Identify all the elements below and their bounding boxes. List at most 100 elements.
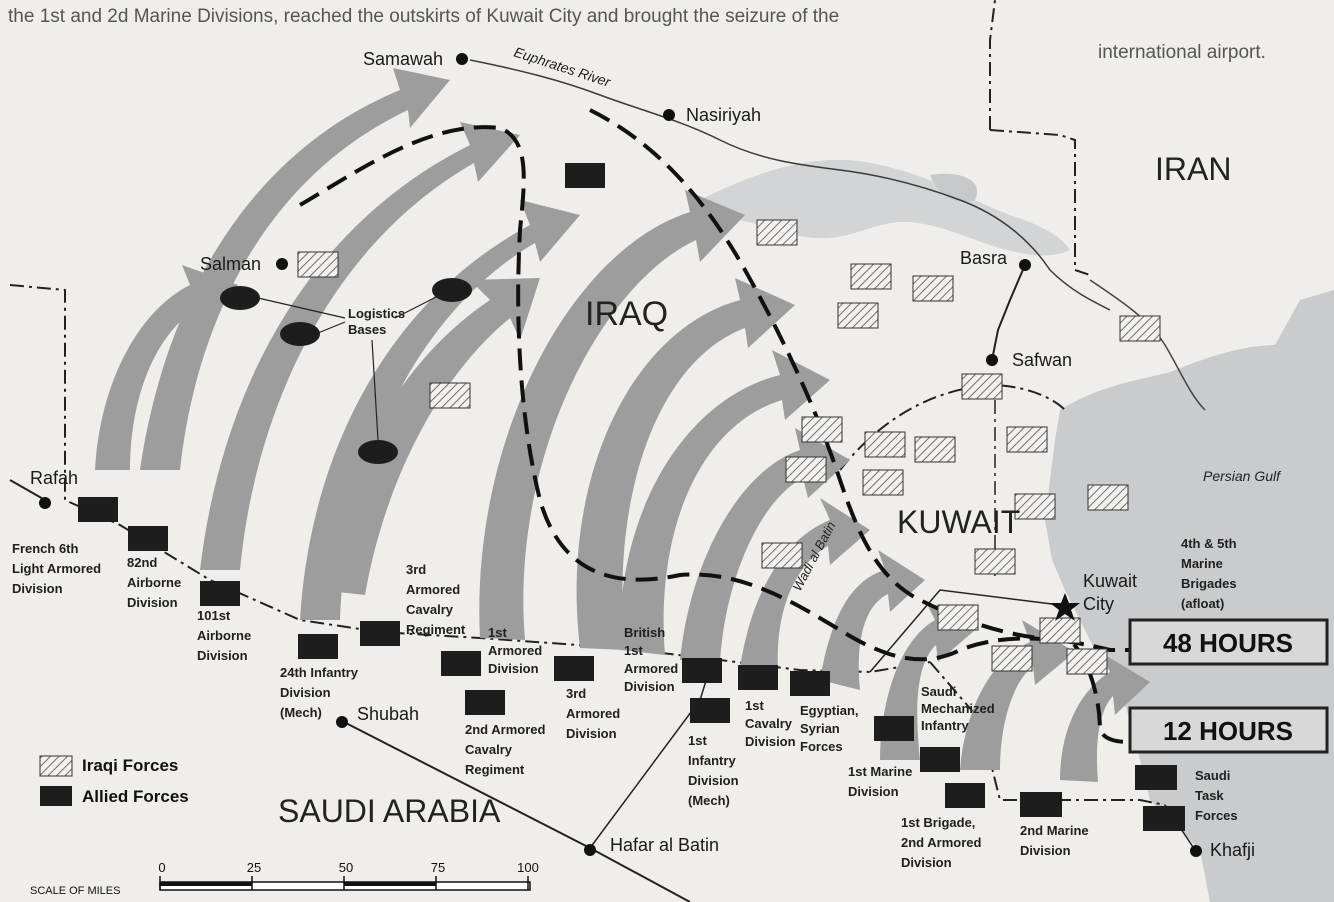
iraqi-unit [1119,315,1161,342]
country-label-saudi-arabia: SAUDI ARABIA [278,793,501,829]
iraqi-unit [912,275,954,302]
iraqi-unit [785,456,827,483]
scale-title: SCALE OF MILES [30,885,120,897]
header-text-line2: international airport. [1098,42,1266,63]
allied-forces [78,163,1185,831]
iraqi-unit [756,219,798,246]
iraqi-unit [1066,648,1108,675]
city-marker-samawah [456,53,468,65]
iraqi-unit [1006,426,1048,453]
city-markers [39,53,1202,857]
allied-unit-saudi-task-1 [1135,765,1177,790]
place-label-khafji: Khafji [1210,840,1255,860]
scale-tick-label-25: 25 [247,860,261,875]
iraqi-unit [1014,493,1056,520]
time-box-48-hours-frame [1128,618,1329,666]
place-label-hafar: Hafar al Batin [610,835,719,855]
iraqi-unit [429,382,471,409]
allied-unit-1st-brigade [945,783,985,808]
allied-unit-82nd [128,526,168,551]
city-marker-hafar [584,844,596,856]
euphrates-river [469,59,1111,311]
iraqi-unit [1087,484,1129,511]
logistics-base-3 [432,278,472,302]
iraqi-unit [1039,617,1081,644]
scale-tick-label-0: 0 [158,860,165,875]
scale-tick-label-50: 50 [339,860,353,875]
iraqi-unit [850,263,892,290]
logistics-leader-4 [371,339,379,441]
city-marker-shubah [336,716,348,728]
country-label-kuwait: KUWAIT [897,504,1020,540]
logistics-leader-1 [257,297,346,319]
place-label-kuwait-city-1: Kuwait [1083,571,1137,591]
place-label-salman: Salman [200,254,261,274]
advance-arrow-3 [200,122,520,570]
allied-unit-1st-cav [738,665,778,690]
iraqi-unit [801,416,843,443]
place-label-nasiriyah: Nasiriyah [686,105,761,125]
logistics-base-2 [280,322,320,346]
logistics-bases: Logistics Bases [220,278,472,464]
allied-unit-saudi-mech [874,716,914,741]
legend-iraqi-swatch [39,755,73,777]
allied-unit-1st-ad [441,651,481,676]
allied-unit-3rd-acr [360,621,400,646]
phase-line-12-hours [589,108,1131,744]
allied-unit-3rd-ad [554,656,594,681]
iraqi-unit [974,548,1016,575]
logistics-leader-2 [317,321,346,334]
allied-unit-24th [298,634,338,659]
city-marker-salman [276,258,288,270]
iraqi-unit [862,469,904,496]
allied-unit-french-6th [78,497,118,522]
advance-arrow-9 [680,428,850,662]
advance-arrow-10 [740,498,870,670]
city-marker-safwan [986,354,998,366]
advance-arrow-14 [1060,652,1150,782]
city-marker-rafah [39,497,51,509]
road-kuwait-city [869,589,1061,673]
iraqi-unit [761,542,803,569]
logistics-label-line1: Logistics [348,306,405,321]
kuwait-city-star-icon [1050,593,1080,621]
legend-allied-label: Allied Forces [82,787,189,806]
iraqi-unit [961,373,1003,400]
place-label-basra: Basra [960,248,1008,268]
marsh-water-2 [930,173,978,202]
scale-tick-label-100: 100 [517,860,539,875]
scale-of-miles: SCALE OF MILES 0 25 50 75 100 [30,860,539,897]
time-box-48-hours: 48 HOURS [1128,618,1329,666]
time-box-12-hours: 12 HOURS [1128,706,1329,754]
iran-iraq-border [989,0,1091,276]
place-label-kuwait-city-2: City [1083,594,1114,614]
phase-line-48-hours [298,125,1130,662]
header-text-line1: the 1st and 2d Marine Divisions, reached… [8,6,839,27]
iraqi-unit [914,436,956,463]
place-label-rafah: Rafah [30,468,78,488]
advance-arrow-7 [576,278,795,650]
iraqi-unit [991,645,1033,672]
scale-tick-label-75: 75 [431,860,445,875]
time-box-48-hours-label: 48 HOURS [1163,628,1293,658]
place-label-safwan: Safwan [1012,350,1072,370]
scale-bar-fill-1 [160,882,252,886]
advance-arrow-13 [960,620,1075,770]
city-marker-khafji [1190,845,1202,857]
allied-unit [565,163,605,188]
city-marker-basra [1019,259,1031,271]
